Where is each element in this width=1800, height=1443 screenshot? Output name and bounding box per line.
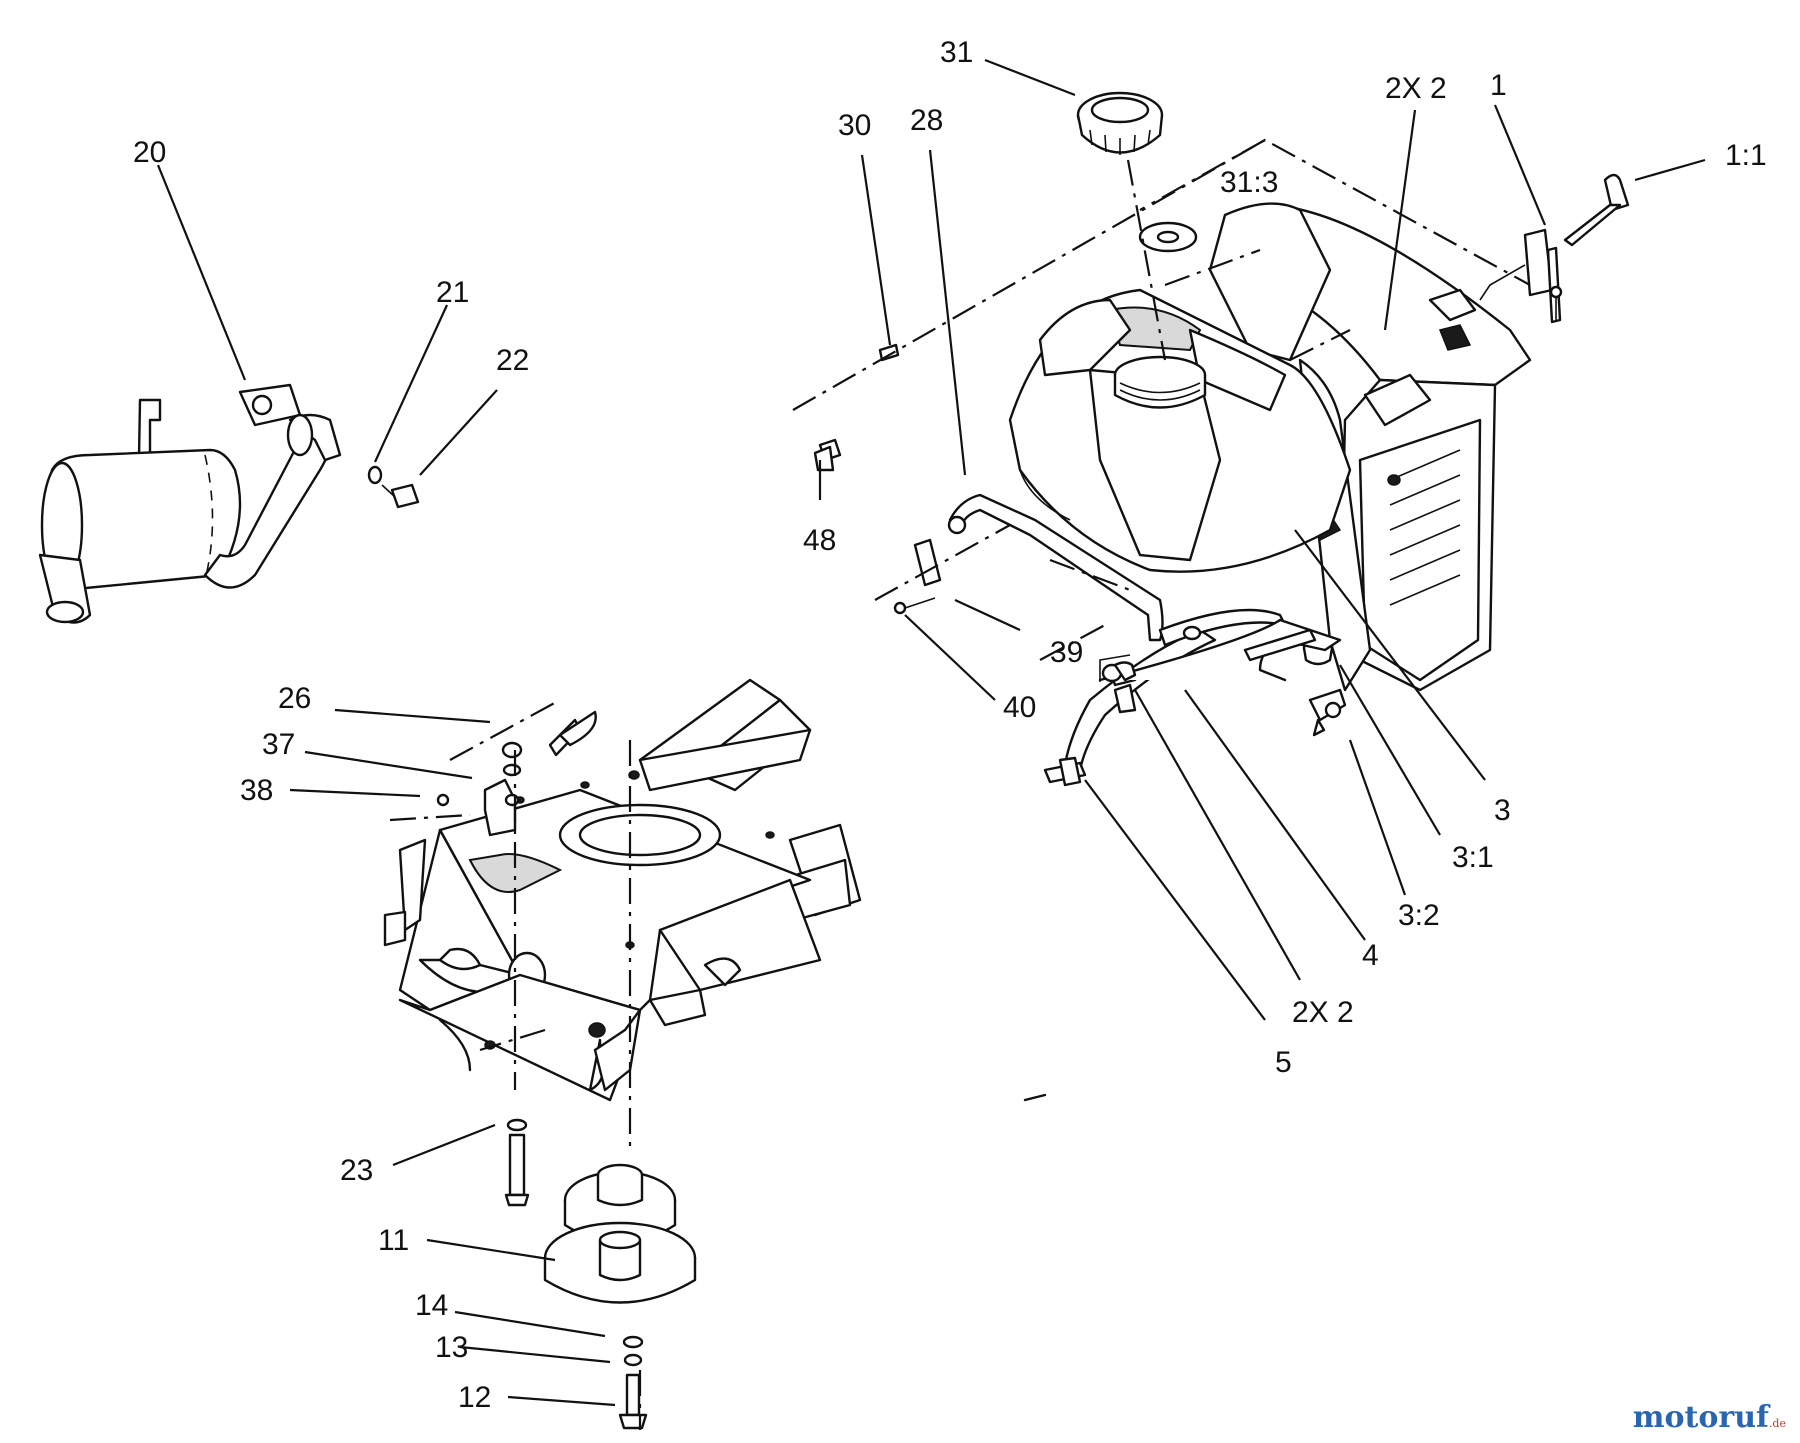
callout-26: 26 bbox=[278, 682, 311, 715]
callout-20: 20 bbox=[133, 136, 166, 169]
callout-31-3: 31:3 bbox=[1220, 166, 1278, 199]
callout-5: 5 bbox=[1275, 1046, 1292, 1079]
mounting-hardware bbox=[504, 710, 648, 1430]
small-fasteners bbox=[813, 343, 1137, 1102]
callout-39: 39 bbox=[1050, 636, 1083, 669]
callout-labels: 31 30 28 2X 2 1 1:1 31:3 20 21 22 48 39 … bbox=[133, 36, 1767, 1414]
fuel-cap bbox=[1076, 91, 1198, 253]
callout-4: 4 bbox=[1362, 939, 1379, 972]
callout-2x2-bottom: 2X 2 bbox=[1292, 996, 1354, 1029]
callout-38: 38 bbox=[240, 774, 273, 807]
throttle-control bbox=[1479, 173, 1630, 324]
callout-30: 30 bbox=[838, 109, 871, 142]
callout-40: 40 bbox=[1003, 691, 1036, 724]
leader-lines bbox=[156, 58, 1706, 1407]
callout-22: 22 bbox=[496, 344, 529, 377]
pulley-assembly bbox=[543, 1163, 697, 1304]
callout-12: 12 bbox=[458, 1381, 491, 1414]
callout-2x2-top: 2X 2 bbox=[1385, 72, 1447, 105]
callout-31: 31 bbox=[940, 36, 973, 69]
callout-14: 14 bbox=[415, 1289, 448, 1322]
callout-1: 1 bbox=[1490, 69, 1507, 102]
callout-13: 13 bbox=[435, 1331, 468, 1364]
fuel-tank bbox=[1008, 288, 1352, 573]
callout-21: 21 bbox=[436, 276, 469, 309]
callout-28: 28 bbox=[910, 104, 943, 137]
centerlines bbox=[389, 138, 1531, 1430]
callout-11: 11 bbox=[378, 1224, 409, 1257]
callout-3: 3 bbox=[1494, 794, 1511, 827]
muffler-assembly bbox=[38, 383, 420, 624]
watermark-brand: motoruf bbox=[1632, 1400, 1769, 1435]
callout-3-1: 3:1 bbox=[1452, 841, 1494, 874]
callout-1-1: 1:1 bbox=[1725, 139, 1767, 172]
callout-23: 23 bbox=[340, 1154, 373, 1187]
watermark-suffix: .de bbox=[1768, 1417, 1786, 1430]
callout-3-2: 3:2 bbox=[1398, 899, 1440, 932]
callout-37: 37 bbox=[262, 728, 295, 761]
callout-48: 48 bbox=[803, 524, 836, 557]
engine-mount-frame bbox=[383, 678, 862, 1102]
watermark-logo: motoruf.de bbox=[1633, 1400, 1786, 1435]
